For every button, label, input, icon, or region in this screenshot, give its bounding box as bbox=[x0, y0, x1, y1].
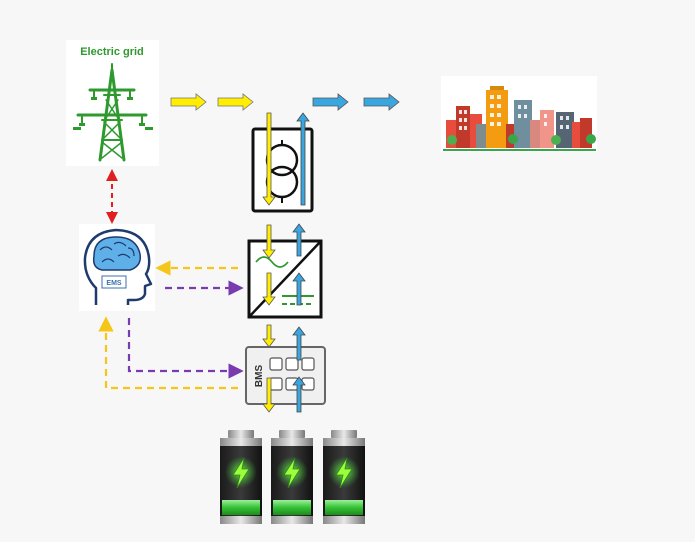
power-out-arrow-2 bbox=[363, 93, 400, 111]
city-buildings-icon bbox=[441, 76, 597, 152]
discharge-arrow-bms-1 bbox=[292, 326, 306, 361]
ems-label: EMS bbox=[106, 280, 122, 287]
bms-to-ems-feedback-arrow bbox=[98, 316, 238, 390]
grid-to-storage-arrows bbox=[170, 93, 254, 111]
discharge-arrow-converter-2 bbox=[292, 272, 306, 306]
discharge-arrow-transformer bbox=[296, 112, 310, 206]
discharge-arrow-bms-2 bbox=[292, 376, 306, 413]
power-in-arrow-2 bbox=[217, 93, 254, 111]
grid-label: Electric grid bbox=[80, 46, 144, 58]
grid-panel-background bbox=[66, 40, 159, 166]
charge-arrow-transformer bbox=[262, 112, 276, 206]
power-in-arrow-1 bbox=[170, 93, 207, 111]
storage-to-city-arrows bbox=[312, 93, 400, 111]
ems-panel: EMS bbox=[79, 224, 155, 311]
battery-charging-icon bbox=[220, 430, 262, 524]
charge-arrow-bms-1 bbox=[262, 324, 276, 348]
bms-module-icon: BMS bbox=[245, 346, 326, 405]
signal-arrows bbox=[98, 260, 244, 390]
brain-head-icon: EMS bbox=[83, 228, 153, 305]
power-out-arrow-1 bbox=[312, 93, 349, 111]
transmission-tower-icon bbox=[73, 63, 153, 162]
charge-arrow-converter-2 bbox=[262, 272, 276, 306]
ac-dc-converter-icon bbox=[247, 239, 323, 319]
battery-bank bbox=[220, 430, 365, 524]
battery-charging-icon bbox=[271, 430, 313, 524]
discharge-arrow-converter-1 bbox=[292, 223, 306, 257]
charge-arrow-bms-2 bbox=[262, 377, 276, 413]
ems-to-bms-control-arrow bbox=[127, 318, 244, 379]
electric-grid-panel: Electric grid bbox=[66, 40, 159, 166]
battery-charging-icon bbox=[323, 430, 365, 524]
charge-arrow-converter-1 bbox=[262, 224, 276, 259]
bms-label: BMS bbox=[254, 365, 265, 388]
vertical-power-arrows bbox=[262, 112, 310, 413]
